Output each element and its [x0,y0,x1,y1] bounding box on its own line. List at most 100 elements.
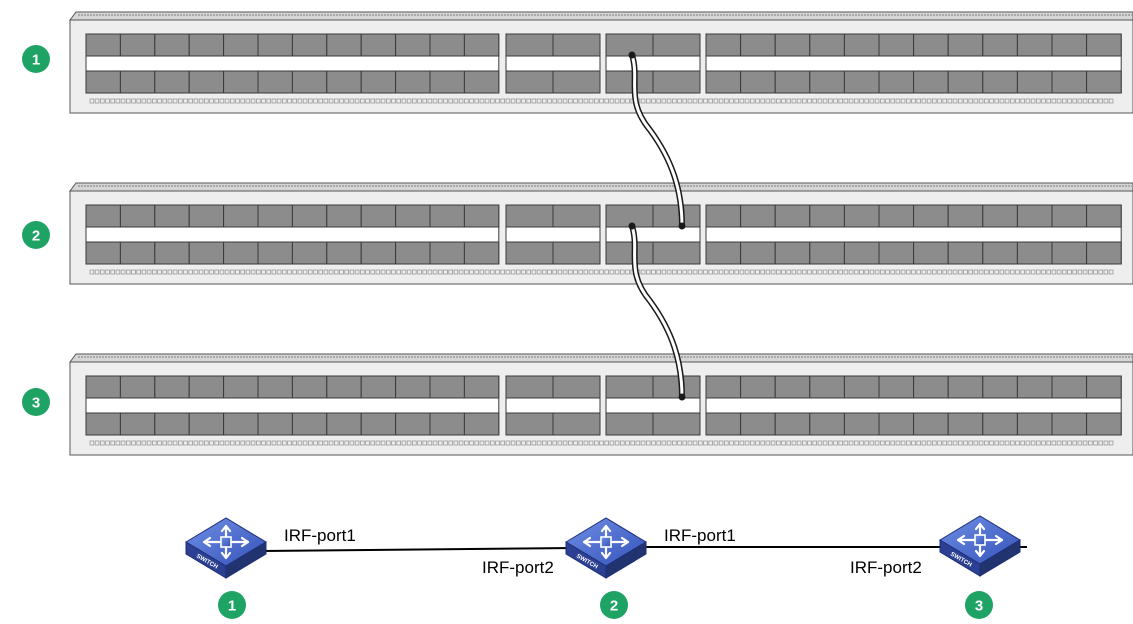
port [505,33,554,57]
port [360,33,397,57]
port [463,70,500,94]
port [291,241,328,265]
port [257,241,293,265]
port [395,241,431,265]
port [1016,412,1053,436]
port [85,241,121,265]
port [605,70,654,94]
port [154,412,190,436]
member-badge [600,591,628,619]
switch-icon: SWITCH [565,517,647,579]
port [85,33,121,57]
port [843,204,880,228]
device-panels: 1 2 3 [22,11,1133,456]
port [652,204,701,228]
device-panel-3: 3 [22,353,1133,456]
port [223,412,259,436]
port [154,204,190,228]
irf-link-1-2 [261,547,576,552]
irf-topology: IRF-port1 IRF-port2 IRF-port1 IRF-port2 … [185,515,1027,619]
port [223,70,259,94]
port [85,412,121,436]
irf-cable-1-2 [628,51,686,230]
port [360,70,397,94]
port [982,412,1018,436]
port [154,241,190,265]
port [119,70,156,94]
port [740,375,776,399]
port [913,412,949,436]
port [119,375,156,399]
port [326,33,362,57]
port [360,204,397,228]
port [605,412,654,436]
switch-node-1: SWITCH [185,517,267,579]
port [552,375,601,399]
port [505,241,554,265]
port [652,241,701,265]
port [326,375,362,399]
port [982,70,1018,94]
port [1086,204,1122,228]
port [947,70,984,94]
port [1086,375,1122,399]
port [1051,375,1088,399]
port [878,70,915,94]
port [809,412,845,436]
port [463,412,500,436]
port [326,412,362,436]
port [843,241,880,265]
port [947,241,984,265]
port [947,412,984,436]
port [652,33,701,57]
port [85,375,121,399]
port [257,204,293,228]
port [429,70,465,94]
port [705,375,742,399]
port [119,33,156,57]
port [982,241,1018,265]
port [843,70,880,94]
port [119,204,156,228]
port [85,204,121,228]
port [188,241,225,265]
port [154,33,190,57]
port [809,241,845,265]
port [119,241,156,265]
port [774,241,811,265]
port [1086,33,1122,57]
port [552,70,601,94]
port [843,412,880,436]
port [188,412,225,436]
port [395,375,431,399]
irf-cable-2-3 [628,222,686,401]
port [188,375,225,399]
port [605,241,654,265]
port [1016,33,1053,57]
member-badge [22,221,50,249]
port [774,412,811,436]
port [463,375,500,399]
member-badge [22,388,50,416]
port [429,204,465,228]
port [913,204,949,228]
port [505,375,554,399]
port [705,33,742,57]
port [360,241,397,265]
port-label-irf-port1: IRF-port1 [284,526,356,545]
port [154,70,190,94]
port [395,412,431,436]
member-badge-label: 2 [610,598,618,615]
port-label-irf-port2: IRF-port2 [482,558,554,577]
port [740,241,776,265]
port [291,412,328,436]
member-badge-label: 3 [975,598,983,615]
port [395,33,431,57]
port [257,33,293,57]
port [982,375,1018,399]
port [257,70,293,94]
port [913,241,949,265]
switch-icon: SWITCH [185,517,267,579]
port [188,70,225,94]
port [505,412,554,436]
